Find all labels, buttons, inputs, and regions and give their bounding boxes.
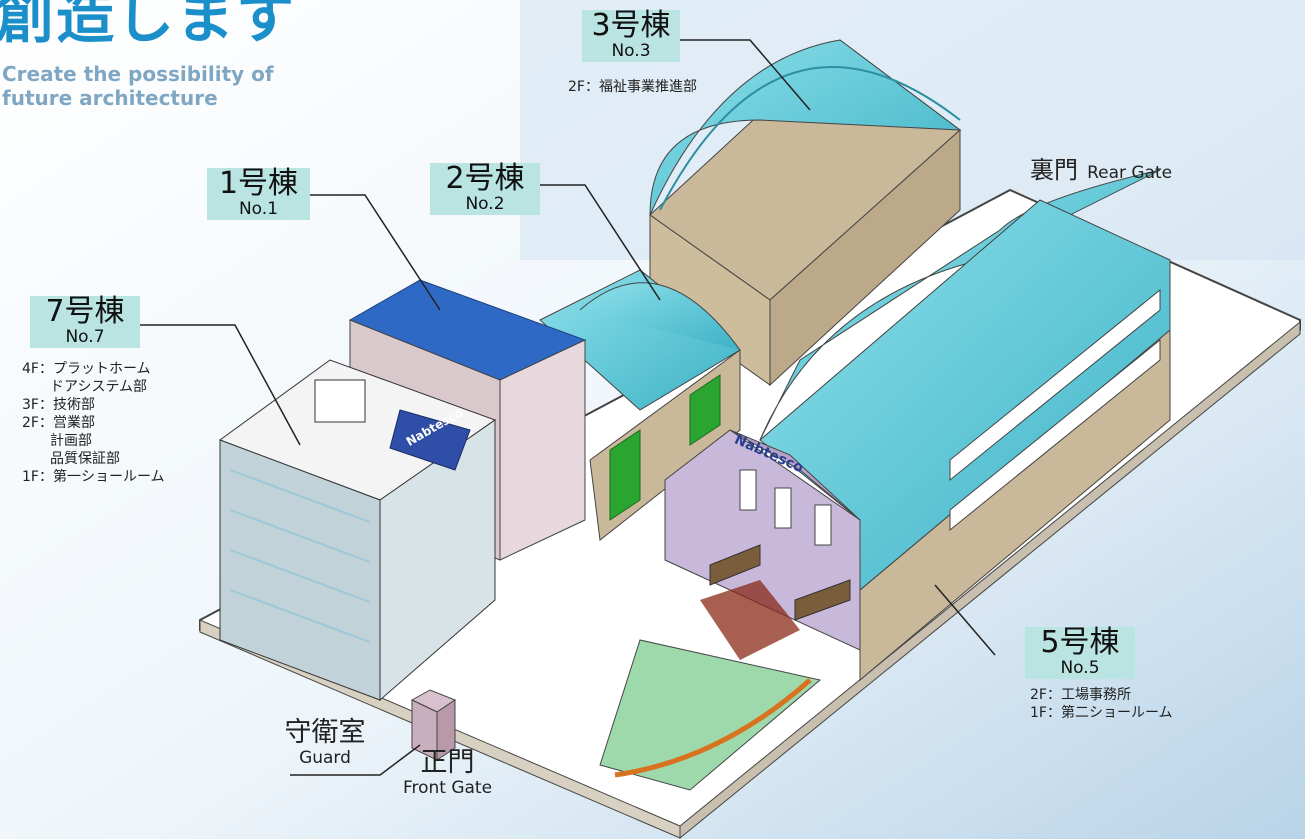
building-5-number: No.5 (1060, 658, 1100, 678)
building-7 (218, 359, 497, 702)
building-7-number: No.7 (65, 327, 105, 347)
building-2-name: 2号棟 (445, 161, 525, 196)
building-7-floors: 4F：プラットホーム ドアシステム部 3F：技術部 2F：営業部 計画部 品質保… (22, 361, 165, 485)
building-3-name: 3号棟 (591, 8, 671, 43)
building-5-office (664, 429, 861, 660)
building-7-name: 7号棟 (45, 294, 125, 329)
guard-label: 守衛室 Guard (280, 717, 370, 769)
building-2-number: No.2 (465, 194, 505, 214)
building-3-floors: 2F：福祉事業推進部 (568, 79, 697, 95)
front-gate-label: 正門 Front Gate (395, 747, 500, 799)
building-3-tag: 3号棟 No.3 (582, 10, 680, 62)
front-gate-ja: 正門 (420, 747, 475, 778)
rear-gate-ja: 裏門 (1030, 156, 1078, 184)
page-heading: 創造します (0, 0, 297, 51)
leader-lines (140, 39, 996, 776)
rear-gate-en: Rear Gate (1087, 163, 1173, 183)
guard-en: Guard (299, 748, 351, 768)
front-gate-en: Front Gate (402, 778, 493, 798)
building-5-name: 5号棟 (1040, 625, 1120, 660)
building-5-tag: 5号棟 No.5 (1025, 627, 1135, 679)
building-3-number: No.3 (611, 41, 651, 61)
building-5-floors: 2F：工場事務所 1F：第二ショールーム (1030, 687, 1173, 721)
building-3 (649, 39, 962, 387)
guard-booth (410, 689, 457, 761)
building-2 (539, 269, 741, 541)
building-1-tag: 1号棟 No.1 (207, 168, 310, 220)
building-2-tag: 2号棟 No.2 (430, 163, 540, 215)
building-5 (759, 169, 1171, 682)
building-7-tag: 7号棟 No.7 (30, 296, 140, 348)
guard-ja: 守衛室 (284, 717, 366, 748)
building-1-name: 1号棟 (218, 166, 299, 201)
courtyard (599, 639, 822, 791)
rear-gate-label: 裏門 Rear Gate (1030, 150, 1172, 185)
building-1-number: No.1 (238, 199, 279, 219)
page-subheading: Create the possibility of future archite… (2, 62, 274, 110)
